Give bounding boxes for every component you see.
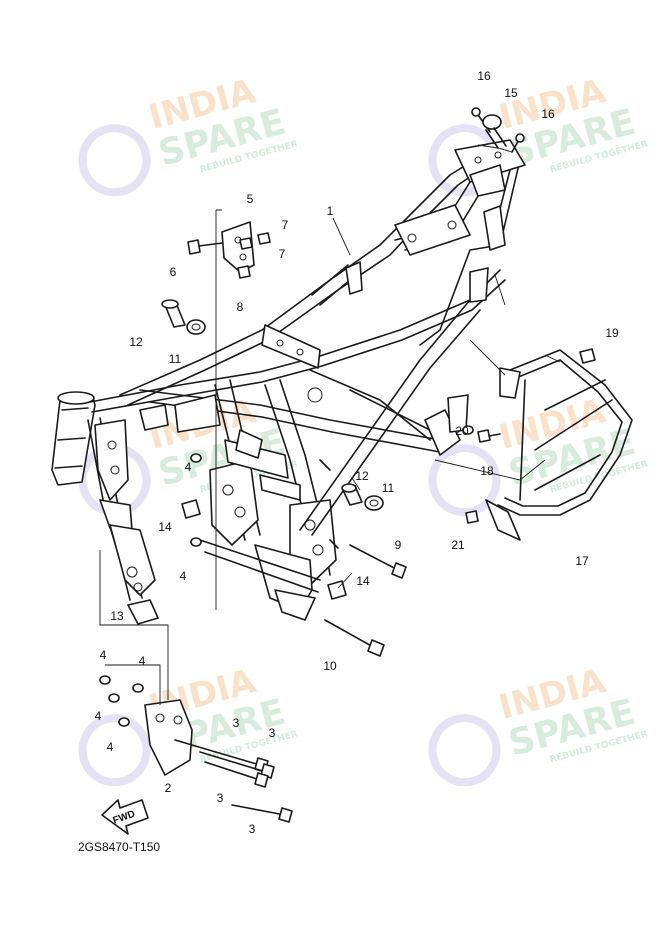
callout-label: 12 xyxy=(129,335,143,349)
callout-label: 3 xyxy=(233,716,240,730)
callout-label: 2 xyxy=(165,781,172,795)
callout-label: 10 xyxy=(323,659,337,673)
leader-lines xyxy=(99,144,561,705)
callout-label: 16 xyxy=(477,69,491,83)
callout-label: 11 xyxy=(169,352,182,366)
fwd-arrow: FWD xyxy=(101,799,149,835)
callout-label: 4 xyxy=(107,740,114,754)
callout-label: 13 xyxy=(110,609,124,623)
callout-label: 18 xyxy=(480,464,494,478)
callout-label: 4 xyxy=(100,648,107,662)
callout-label: 17 xyxy=(575,554,589,568)
callout-label: 8 xyxy=(237,300,244,314)
callout-label: 5 xyxy=(247,192,254,206)
wrench-logo-icon xyxy=(428,714,501,787)
callout-label: 16 xyxy=(541,107,555,121)
callout-label: 1 xyxy=(327,204,334,218)
wrench-logo-icon xyxy=(78,714,151,787)
wrench-logo-icon xyxy=(78,124,151,197)
callout-label: 4 xyxy=(95,709,102,723)
callout-label: 12 xyxy=(355,469,369,483)
callout-label: 3 xyxy=(249,822,256,836)
callout-label: 9 xyxy=(395,538,402,552)
callout-label: 20 xyxy=(455,424,469,438)
callout-label: 3 xyxy=(269,726,276,740)
callout-label: 7 xyxy=(282,218,289,232)
callout-label: 14 xyxy=(356,574,370,588)
callout-label: 4 xyxy=(139,654,146,668)
callout-label: 11 xyxy=(382,481,395,495)
callout-label: 7 xyxy=(279,247,286,261)
diagram-code: 2GS8470-T150 xyxy=(78,840,161,854)
callout-label: 19 xyxy=(605,326,619,340)
callout-label: 14 xyxy=(158,520,172,534)
main-frame xyxy=(51,139,526,621)
callout-label: 4 xyxy=(185,460,192,474)
callout-label: 4 xyxy=(180,569,187,583)
callout-label: 21 xyxy=(451,538,465,552)
callout-label: 3 xyxy=(217,791,224,805)
small-parts xyxy=(99,107,633,823)
callout-label: 15 xyxy=(504,86,518,100)
callout-label: 6 xyxy=(170,265,177,279)
